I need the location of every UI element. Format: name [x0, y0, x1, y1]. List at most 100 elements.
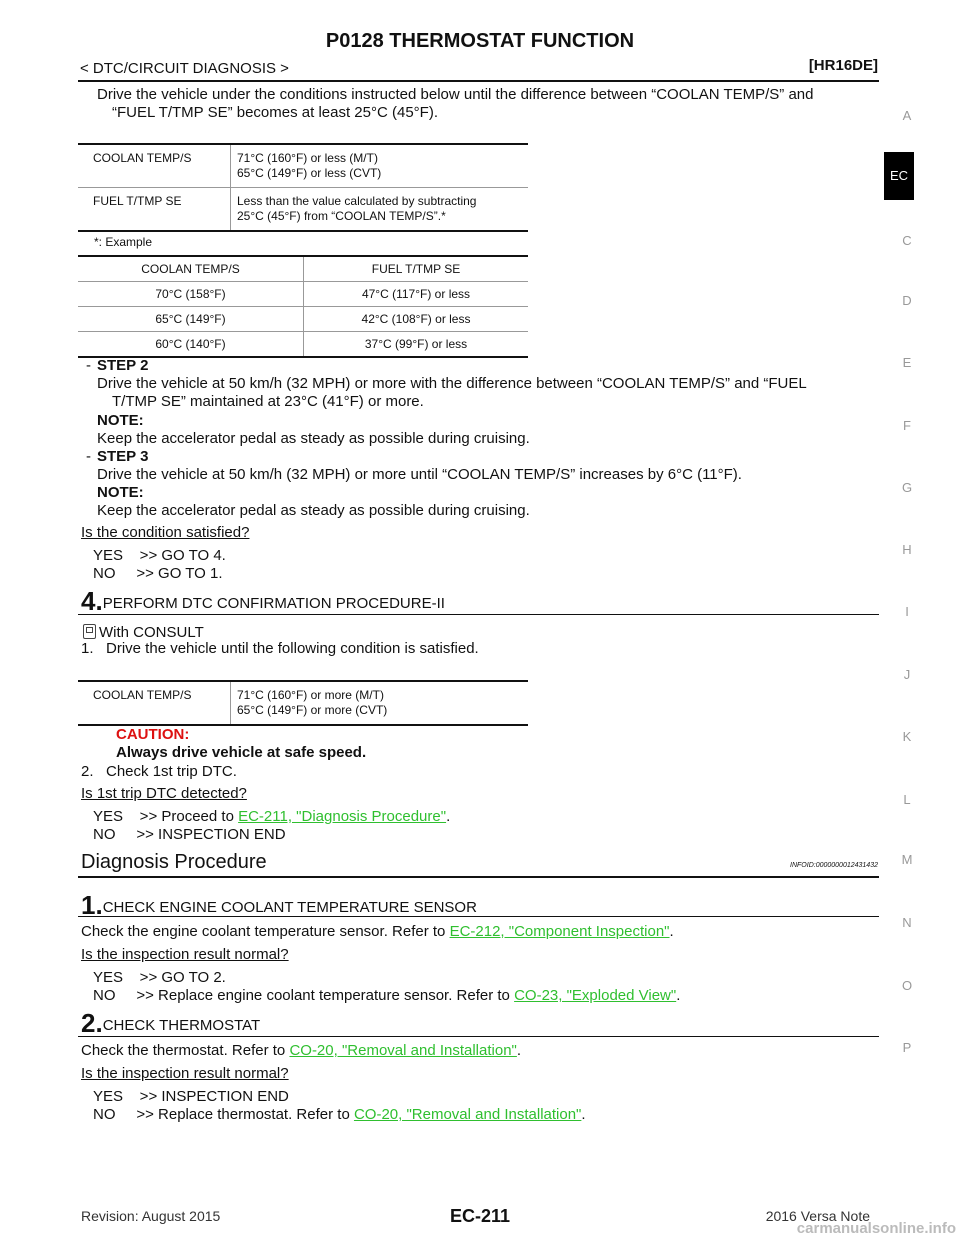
- yes-answer: YES >> INSPECTION END: [93, 1088, 289, 1105]
- body-text-suffix: .: [669, 923, 674, 940]
- table-cell: 47°C (117°F) or less: [303, 282, 528, 306]
- section-rule: [78, 614, 879, 615]
- answer-suffix: .: [676, 987, 681, 1004]
- answer-text: NO >> Replace engine coolant temperature…: [93, 987, 515, 1004]
- table-cell-label: FUEL T/TMP SE: [93, 194, 182, 208]
- intro-line-1: Drive the vehicle under the conditions i…: [97, 86, 814, 103]
- sidebar-index-ec-active[interactable]: EC: [884, 152, 914, 200]
- sidebar-index-g[interactable]: G: [901, 480, 913, 495]
- sidebar-index-e[interactable]: E: [902, 355, 912, 370]
- sidebar-index-d[interactable]: D: [902, 293, 912, 308]
- table-cell: 60°C (140°F): [155, 337, 226, 351]
- table-row: COOLAN TEMP/S 71°C (160°F) or more (M/T)…: [78, 682, 528, 724]
- sec2-text: Check the thermostat. Refer to CO-20, "R…: [81, 1042, 521, 1060]
- consult-icon: [83, 624, 96, 639]
- sec4-step-1: 1. Drive the vehicle until the following…: [81, 640, 479, 657]
- page-number: EC-211: [449, 1206, 511, 1226]
- answer-suffix: .: [446, 808, 451, 825]
- no-answer: NO >> Replace thermostat. Refer to CO-20…: [93, 1106, 586, 1124]
- sidebar-index-o[interactable]: O: [901, 978, 913, 993]
- sidebar-index-p[interactable]: P: [902, 1040, 912, 1055]
- section-label: < DTC/CIRCUIT DIAGNOSIS >: [80, 60, 289, 77]
- value-line: 65°C (149°F) or less (CVT): [237, 166, 382, 180]
- value-line: 71°C (160°F) or less (M/T): [237, 151, 378, 165]
- table-cell-value: Less than the value calculated by subtra…: [230, 188, 528, 230]
- section-rule: [78, 1036, 879, 1037]
- answer-suffix: .: [581, 1106, 586, 1123]
- sidebar-index-a[interactable]: A: [902, 108, 912, 123]
- yes-answer: YES >> Proceed to EC-211, "Diagnosis Pro…: [93, 808, 450, 826]
- step2-line-1: Drive the vehicle at 50 km/h (32 MPH) or…: [97, 375, 807, 392]
- page-title: P0128 THERMOSTAT FUNCTION: [325, 30, 635, 52]
- body-text-suffix: .: [516, 1042, 522, 1059]
- sidebar-index-n[interactable]: N: [902, 915, 912, 930]
- step2-note-label: NOTE:: [97, 412, 144, 429]
- table-header-row: COOLAN TEMP/S FUEL T/TMP SE: [78, 257, 528, 282]
- section-4-heading: 4.PERFORM DTC CONFIRMATION PROCEDURE-II: [81, 586, 445, 617]
- no-answer: NO >> Replace engine coolant temperature…: [93, 987, 680, 1005]
- sidebar-index-k[interactable]: K: [902, 729, 912, 744]
- column-header: FUEL T/TMP SE: [303, 257, 528, 281]
- table-row: 70°C (158°F) 47°C (117°F) or less: [78, 282, 528, 307]
- header-rule: [78, 80, 879, 82]
- answer-text: YES >> Proceed to: [93, 808, 239, 825]
- no-answer: NO >> GO TO 1.: [93, 565, 223, 582]
- section-title: CHECK ENGINE COOLANT TEMPERATURE SENSOR: [102, 899, 477, 916]
- answer-text: NO >> Replace thermostat. Refer to: [93, 1106, 354, 1123]
- table-cell: 65°C (149°F): [155, 312, 226, 326]
- caution-label: CAUTION:: [116, 726, 190, 743]
- component-inspection-link[interactable]: EC-212, "Component Inspection": [449, 923, 670, 940]
- removal-installation-link-2[interactable]: CO-20, "Removal and Installation": [353, 1106, 582, 1123]
- sidebar-index-f[interactable]: F: [903, 418, 911, 433]
- sidebar-index-l[interactable]: L: [903, 792, 911, 807]
- table-row: COOLAN TEMP/S 71°C (160°F) or less (M/T)…: [78, 145, 528, 188]
- section-title: PERFORM DTC CONFIRMATION PROCEDURE-II: [102, 595, 445, 612]
- sidebar-index-j[interactable]: J: [903, 667, 911, 682]
- table-cell-label: COOLAN TEMP/S: [93, 151, 192, 165]
- inspection-question: Is the inspection result normal?: [81, 1065, 289, 1082]
- table-cell: 42°C (108°F) or less: [303, 307, 528, 331]
- table-row: FUEL T/TMP SE Less than the value calcul…: [78, 188, 528, 230]
- sidebar-index-i[interactable]: I: [905, 604, 909, 619]
- table-cell-value: 71°C (160°F) or less (M/T) 65°C (149°F) …: [230, 145, 528, 187]
- body-text: Check the thermostat. Refer to: [81, 1042, 290, 1059]
- step3-label: STEP 3: [97, 448, 149, 465]
- yes-answer: YES >> GO TO 4.: [93, 547, 226, 564]
- sidebar-index-c[interactable]: C: [902, 233, 912, 248]
- condition-question: Is the condition satisfied?: [81, 524, 250, 541]
- removal-installation-link[interactable]: CO-20, "Removal and Installation": [289, 1042, 517, 1059]
- diagnosis-procedure-link[interactable]: EC-211, "Diagnosis Procedure": [238, 808, 447, 825]
- section-1-heading: 1.CHECK ENGINE COOLANT TEMPERATURE SENSO…: [81, 890, 477, 921]
- value-line: 25°C (45°F) from “COOLAN TEMP/S”.*: [237, 209, 446, 223]
- info-id: INFOID:0000000012431432: [790, 862, 878, 869]
- inspection-question: Is the inspection result normal?: [81, 946, 289, 963]
- step3-note-label: NOTE:: [97, 484, 144, 501]
- table-row: 65°C (149°F) 42°C (108°F) or less: [78, 307, 528, 332]
- value-line: Less than the value calculated by subtra…: [237, 194, 477, 208]
- step-number: 2.: [81, 1008, 103, 1038]
- condition-table-2: COOLAN TEMP/S 71°C (160°F) or more (M/T)…: [78, 680, 528, 726]
- step3-dash: -: [86, 448, 91, 465]
- step3-line-1: Drive the vehicle at 50 km/h (32 MPH) or…: [97, 466, 742, 483]
- step-number: 4.: [81, 586, 103, 616]
- diagnosis-procedure-title: Diagnosis Procedure: [81, 851, 267, 873]
- table-cell: 37°C (99°F) or less: [303, 332, 528, 356]
- no-answer: NO >> INSPECTION END: [93, 826, 286, 843]
- step3-note-text: Keep the accelerator pedal as steady as …: [97, 502, 530, 519]
- engine-label: [HR16DE]: [808, 57, 878, 74]
- dtc-question: Is 1st trip DTC detected?: [81, 785, 247, 802]
- sidebar-index-m[interactable]: M: [901, 852, 913, 867]
- condition-table: COOLAN TEMP/S 71°C (160°F) or less (M/T)…: [78, 143, 528, 232]
- exploded-view-link[interactable]: CO-23, "Exploded View": [514, 987, 677, 1004]
- sidebar-index-h[interactable]: H: [902, 542, 912, 557]
- section-title: CHECK THERMOSTAT: [102, 1017, 261, 1034]
- watermark: carmanualsonline.info: [796, 1220, 956, 1237]
- intro-line-2: “FUEL T/TMP SE” becomes at least 25°C (4…: [112, 104, 438, 121]
- step2-line-2: T/TMP SE” maintained at 23°C (41°F) or m…: [112, 393, 424, 410]
- value-line: 71°C (160°F) or more (M/T): [237, 688, 384, 702]
- table-row: 60°C (140°F) 37°C (99°F) or less: [78, 332, 528, 356]
- sec1-text: Check the engine coolant temperature sen…: [81, 923, 674, 941]
- step2-label: STEP 2: [97, 357, 149, 374]
- table-cell: 70°C (158°F): [155, 287, 226, 301]
- example-note: *: Example: [94, 235, 153, 249]
